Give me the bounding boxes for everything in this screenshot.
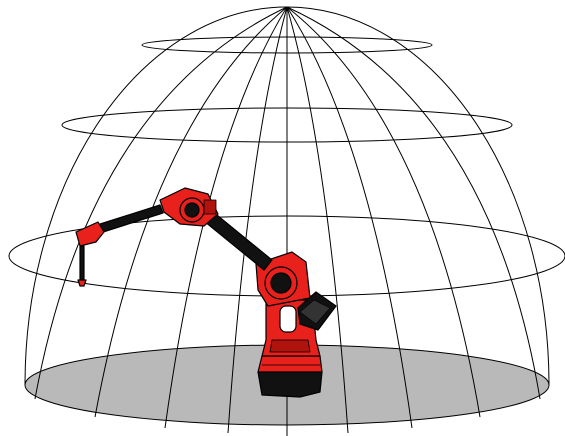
- robot-upper-arm: [203, 210, 273, 271]
- meridian-9: [286, 6, 541, 400]
- robot-end-effector: [79, 245, 85, 281]
- robot-arm: [75, 187, 337, 398]
- meridian-7: [286, 6, 413, 429]
- meridian-1: [34, 6, 288, 400]
- meridian-6: [286, 6, 349, 434]
- robot-forearm: [96, 204, 164, 234]
- meridian-3: [164, 6, 288, 429]
- meridian-4: [227, 6, 288, 434]
- robot-base-plinth: [257, 371, 323, 398]
- meridian-8: [286, 6, 481, 418]
- turret-window: [279, 305, 297, 333]
- robot-wrist: [75, 221, 105, 247]
- robot-base-top: [257, 355, 323, 373]
- meridian-2: [94, 6, 288, 418]
